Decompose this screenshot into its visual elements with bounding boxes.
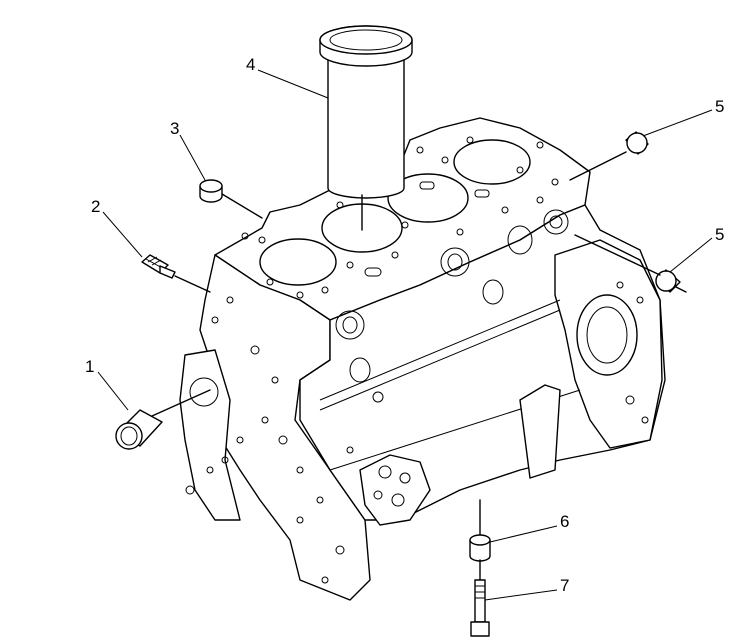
bushing-part-1 [115, 389, 211, 450]
callout-5a: 5 [715, 97, 724, 116]
callout-5b: 5 [715, 225, 724, 244]
washer-part-6 [469, 499, 491, 562]
leader-lines [97, 69, 713, 601]
bolt-part-7 [470, 559, 490, 637]
cylinder-liner-part [319, 25, 413, 231]
callout-2: 2 [91, 197, 100, 216]
callout-7: 7 [560, 576, 569, 595]
callout-labels: 1 2 3 4 5 5 6 7 [85, 55, 724, 595]
fitting-part-2 [141, 254, 211, 293]
callout-4: 4 [246, 55, 255, 74]
callout-1: 1 [85, 357, 94, 376]
callout-3: 3 [170, 119, 179, 138]
engine-block [179, 117, 666, 601]
plug-part-5b [574, 234, 687, 293]
plug-part-3 [199, 179, 263, 219]
plug-part-5a [569, 131, 649, 181]
callout-6: 6 [560, 512, 569, 531]
